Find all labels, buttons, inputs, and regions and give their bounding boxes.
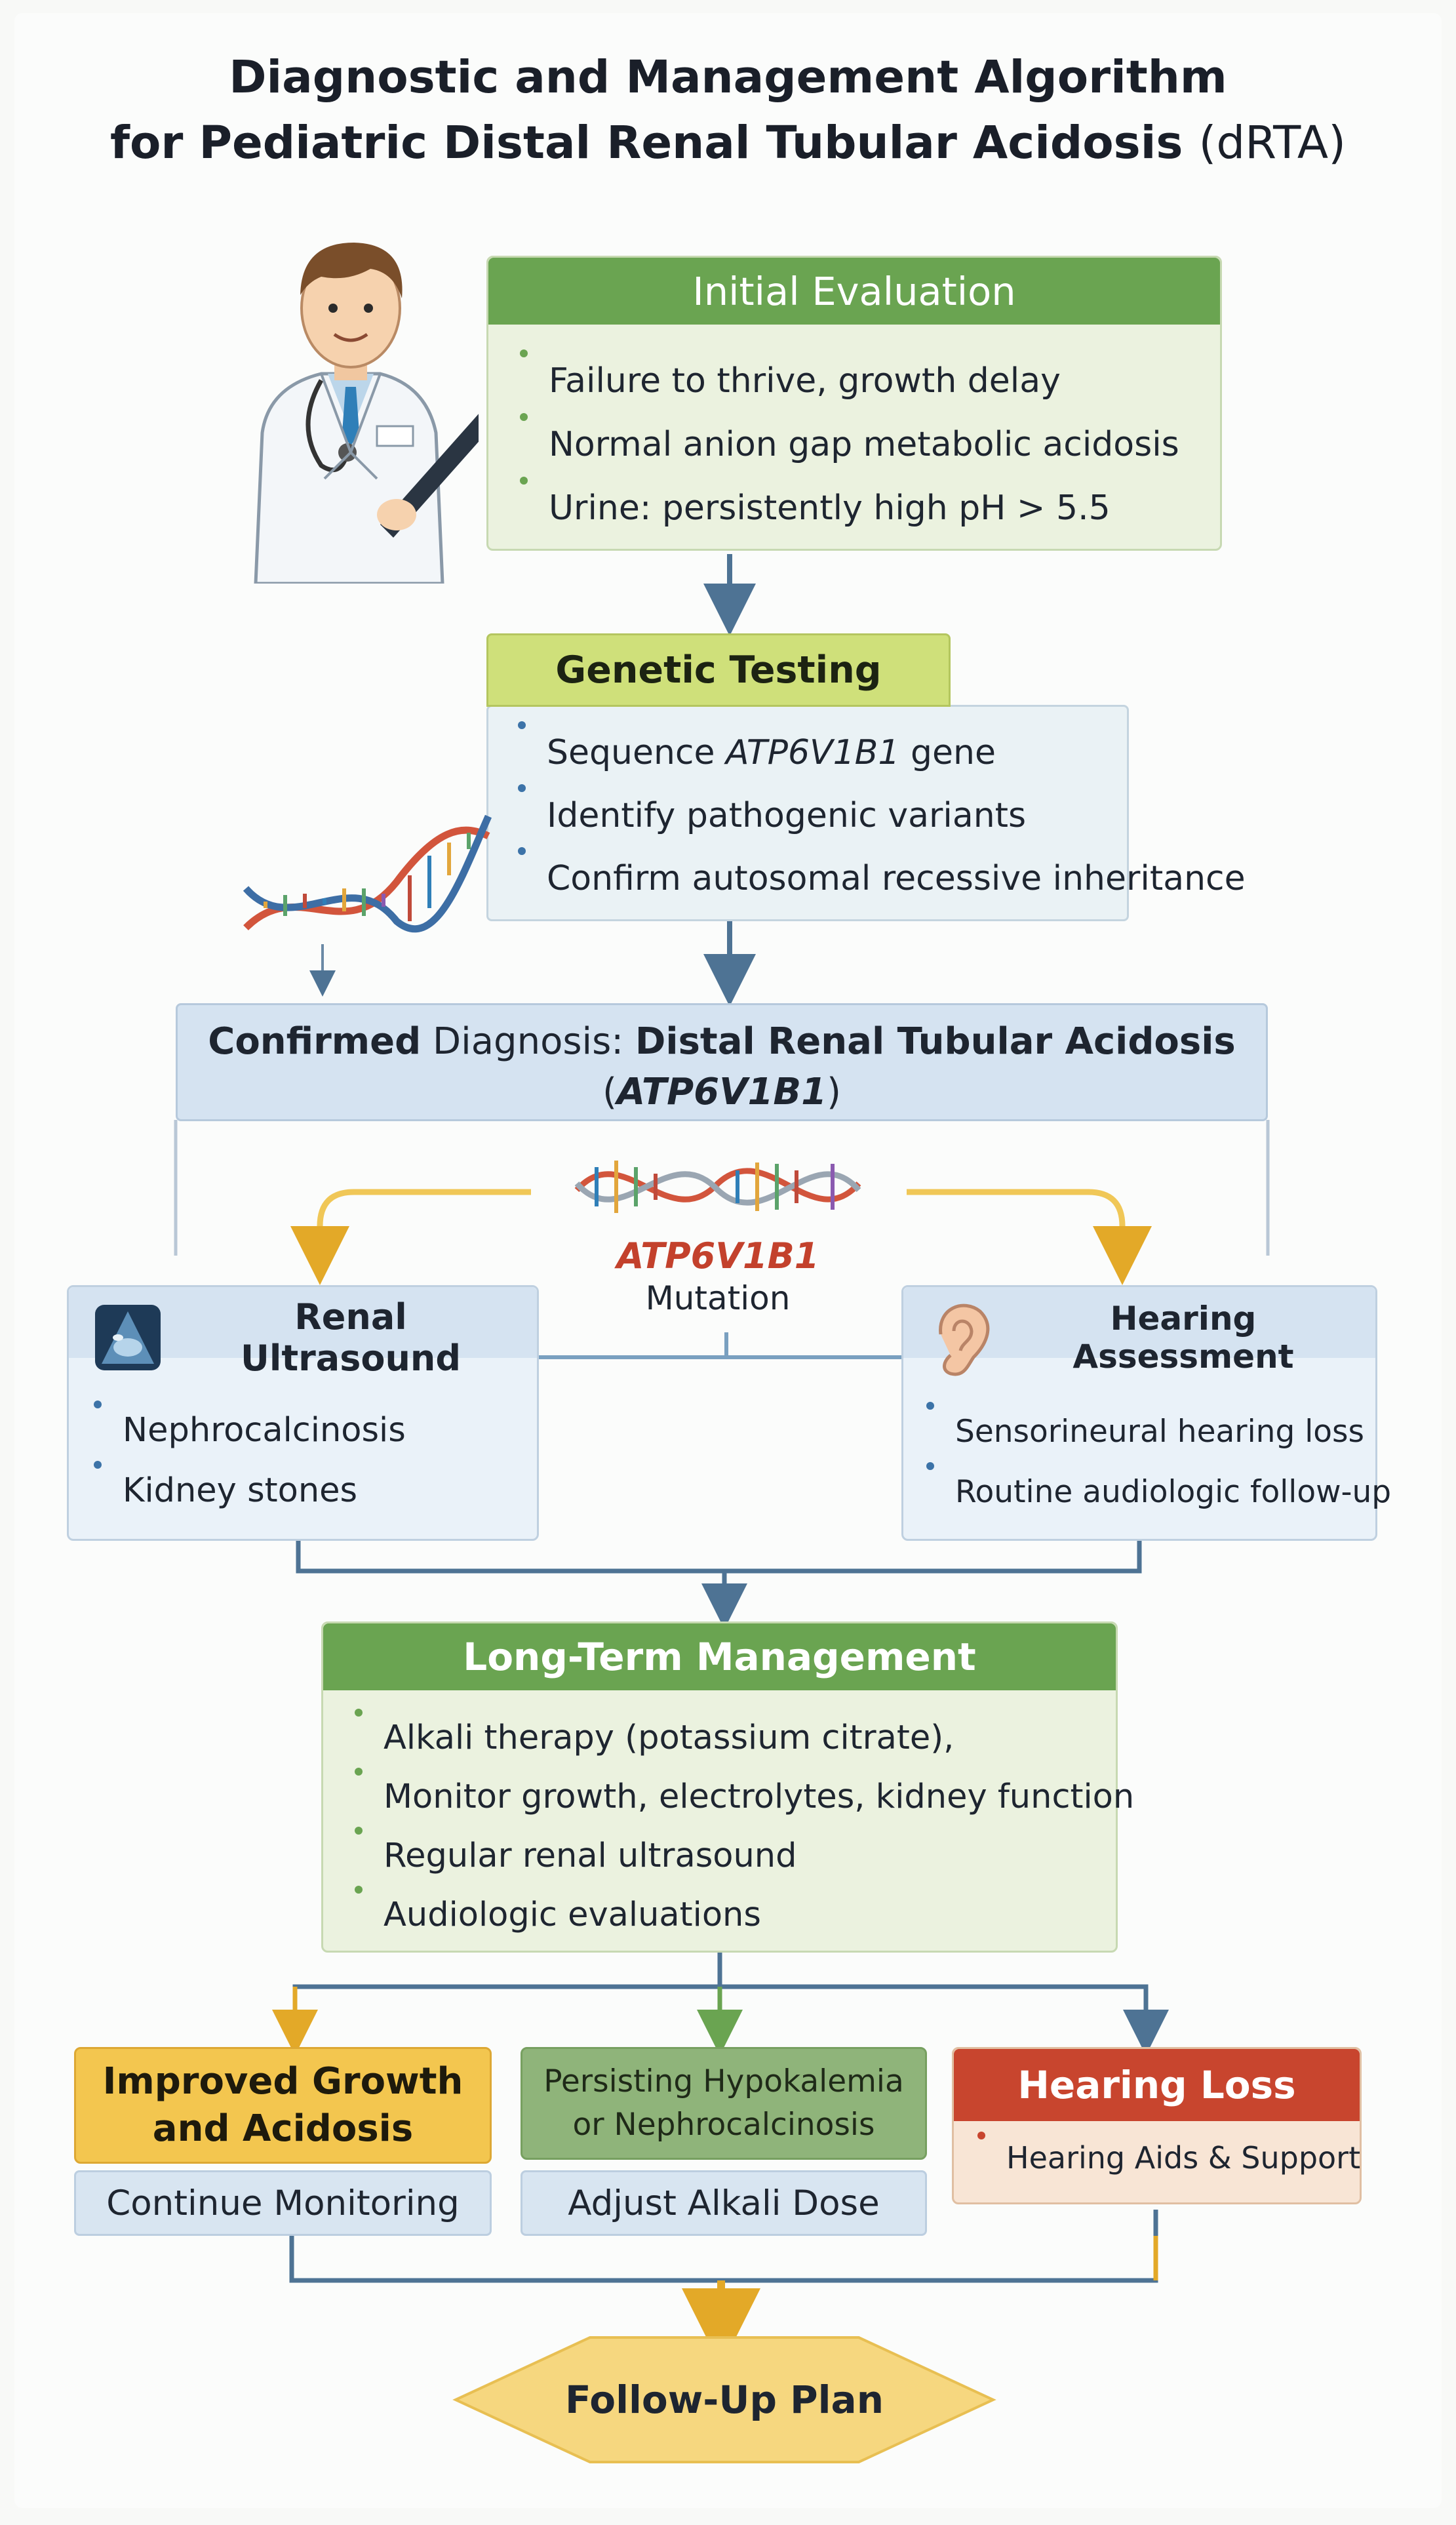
list-item: Nephrocalcinosis — [89, 1401, 406, 1461]
list-item: Confirm autosomal recessive inheritance — [513, 847, 1246, 910]
gene-name: ATP6V1B1 — [726, 733, 900, 772]
renal-ultrasound-title: Renal Ultrasound — [240, 1296, 462, 1379]
hearing-assessment-box — [901, 1285, 1377, 1541]
initial-evaluation-header: Initial Evaluation — [488, 258, 1220, 325]
gene-name: ATP6V1B1 — [616, 1070, 827, 1113]
follow-up-diamond — [452, 2336, 996, 2463]
ultrasound-icon — [95, 1305, 161, 1370]
title-line-2: for Pediatric Distal Renal Tubular Acido… — [0, 117, 1456, 169]
diagnosis-word: Diagnosis: — [433, 1020, 624, 1063]
close-paren: ) — [827, 1070, 841, 1113]
hearing-loss-header: Hearing Loss — [954, 2049, 1360, 2121]
hearing-assessment-list: Sensorineural hearing loss Routine audio… — [921, 1402, 1391, 1522]
confirmed-diagnosis-line1: Confirmed Diagnosis: Distal Renal Tubula… — [176, 1015, 1268, 1067]
mutation-label: Mutation — [645, 1279, 791, 1317]
long-term-management-header: Long-Term Management — [323, 1623, 1116, 1690]
list-item: Urine: persistently high pH > 5.5 — [515, 477, 1179, 540]
follow-up-plan-label: Follow-Up Plan — [564, 2377, 884, 2422]
disease-name: Distal Renal Tubular Acidosis — [635, 1020, 1236, 1063]
list-item: Hearing Aids & Support — [972, 2132, 1360, 2184]
outcome-persisting-line1: Persisting Hypokalemia — [543, 2063, 904, 2099]
list-item: Normal anion gap metabolic acidosis — [515, 413, 1179, 477]
outcome-improved-line2: and Acidosis — [152, 2107, 414, 2150]
continue-monitoring-box: Continue Monitoring — [74, 2170, 492, 2236]
long-term-management-list: Alkali therapy (potassium citrate), Moni… — [349, 1709, 1134, 1945]
hearing-loss-list: Hearing Aids & Support — [972, 2132, 1360, 2184]
confirmed-word: Confirmed — [208, 1020, 422, 1063]
title-main-text: for Pediatric Distal Renal Tubular Acido… — [109, 117, 1183, 169]
doctor-illustration — [254, 243, 479, 584]
outcome-improved-line1: Improved Growth — [102, 2060, 463, 2103]
gene-suffix: gene — [910, 733, 996, 772]
hearing-assessment-title: Hearing Assessment — [1072, 1300, 1294, 1376]
list-item: Regular renal ultrasound — [349, 1827, 1134, 1886]
outcome-hearing-loss-box: Hearing Loss Hearing Aids & Support — [952, 2047, 1362, 2204]
adjust-alkali-dose-box: Adjust Alkali Dose — [521, 2170, 927, 2236]
dna-helix-icon — [243, 814, 492, 933]
initial-evaluation-list: Failure to thrive, growth delay Normal a… — [515, 349, 1179, 540]
genetic-testing-header: Genetic Testing — [486, 633, 951, 707]
dna-helix-icon — [574, 1161, 861, 1213]
title-suffix: (dRTA) — [1198, 117, 1347, 169]
list-item: Kidney stones — [89, 1461, 406, 1521]
open-paren: ( — [602, 1070, 617, 1113]
title-line-1: Diagnostic and Management Algorithm — [229, 51, 1227, 104]
list-item: Sequence ATP6V1B1 gene — [513, 721, 1246, 784]
list-item: Alkali therapy (potassium citrate), — [349, 1709, 1134, 1768]
mutation-gene-label: ATP6V1B1 — [616, 1235, 819, 1277]
list-item: Audiologic evaluations — [349, 1886, 1134, 1945]
outcome-persisting-box: Persisting Hypokalemia or Nephrocalcinos… — [521, 2047, 927, 2160]
list-item: Routine audiologic follow-up — [921, 1462, 1391, 1522]
list-item: Monitor growth, electrolytes, kidney fun… — [349, 1768, 1134, 1827]
sequence-text: Sequence — [547, 733, 715, 772]
confirmed-diagnosis-box — [176, 1003, 1268, 1121]
list-item: Sensorineural hearing loss — [921, 1402, 1391, 1462]
genetic-testing-list: Sequence ATP6V1B1 gene Identify pathogen… — [513, 721, 1246, 910]
long-term-management-box: Long-Term Management Alkali therapy (pot… — [321, 1621, 1134, 1953]
ear-icon — [939, 1303, 990, 1376]
genetic-testing-body — [486, 705, 1129, 921]
list-item: Failure to thrive, growth delay — [515, 349, 1179, 413]
list-item: Identify pathogenic variants — [513, 784, 1246, 847]
outcome-persisting-line2: or Nephrocalcinosis — [572, 2107, 875, 2143]
renal-ultrasound-list: Nephrocalcinosis Kidney stones — [89, 1401, 406, 1521]
initial-evaluation-box: Initial Evaluation Failure to thrive, gr… — [486, 256, 1222, 551]
confirmed-diagnosis-line2: (ATP6V1B1) — [176, 1065, 1268, 1118]
outcome-improved-box: Improved Growth and Acidosis — [74, 2047, 492, 2164]
